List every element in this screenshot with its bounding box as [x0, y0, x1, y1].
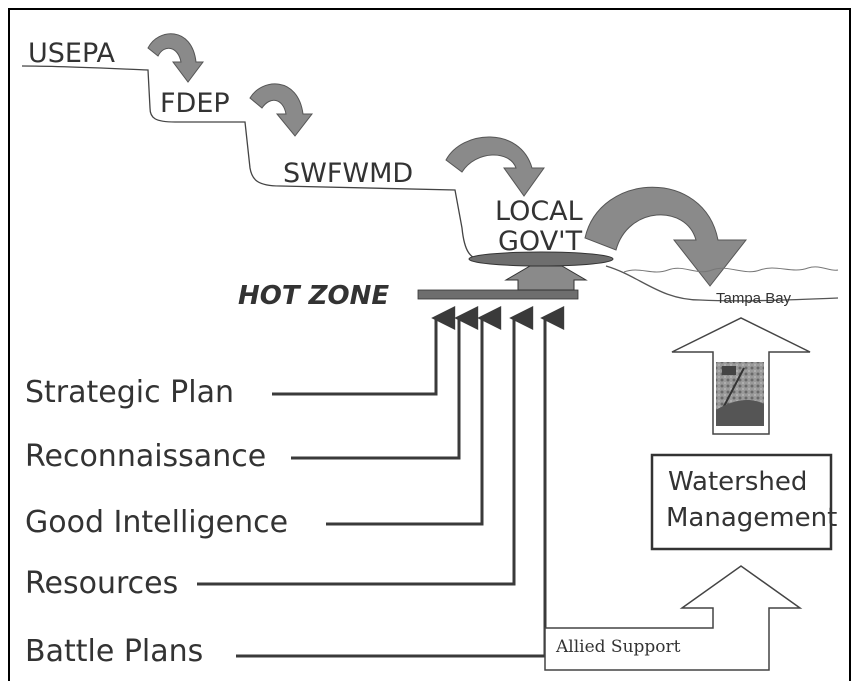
watershed-label-line1: Watershed	[668, 467, 807, 497]
input-label-good-intelligence: Good Intelligence	[25, 505, 288, 540]
feed-line-good-intelligence	[326, 306, 502, 526]
input-label-reconnaissance: Reconnaissance	[25, 439, 266, 474]
label-allied-support: Allied Support	[555, 637, 681, 657]
watershed-label-line2: Management	[666, 503, 837, 533]
feed-line-battle-plans	[236, 306, 565, 658]
curved-arrow-swfwmd	[445, 136, 545, 197]
local-gov-ellipse	[468, 251, 614, 267]
hot-zone-block-arrow	[504, 265, 588, 291]
label-tampa-bay: Tampa Bay	[716, 290, 792, 307]
label-local-gov-line1: LOCAL	[495, 196, 583, 227]
allied-support-arrow	[544, 565, 803, 671]
input-label-strategic-plan: Strategic Plan	[25, 375, 234, 410]
frame-border	[8, 8, 851, 681]
water-wave	[623, 266, 839, 273]
feed-line-strategic-plan	[272, 306, 456, 396]
input-label-resources: Resources	[25, 566, 178, 601]
input-label-battle-plans: Battle Plans	[25, 634, 203, 669]
feed-line-resources	[197, 306, 534, 586]
flag-raising-image	[716, 362, 764, 426]
feed-line-reconnaissance	[291, 306, 479, 460]
label-hot-zone: HOT ZONE	[238, 281, 389, 311]
label-fdep: FDEP	[160, 88, 230, 119]
hot-zone-bar	[417, 289, 579, 300]
label-usepa: USEPA	[28, 38, 116, 69]
curved-arrow-usepa	[147, 33, 204, 83]
curved-arrow-local	[584, 186, 748, 287]
cascade-line	[21, 65, 491, 263]
watershed-management-box	[650, 453, 833, 551]
shoreline	[605, 265, 839, 302]
curved-arrow-fdep	[249, 83, 314, 137]
label-swfwmd: SWFWMD	[283, 158, 413, 189]
